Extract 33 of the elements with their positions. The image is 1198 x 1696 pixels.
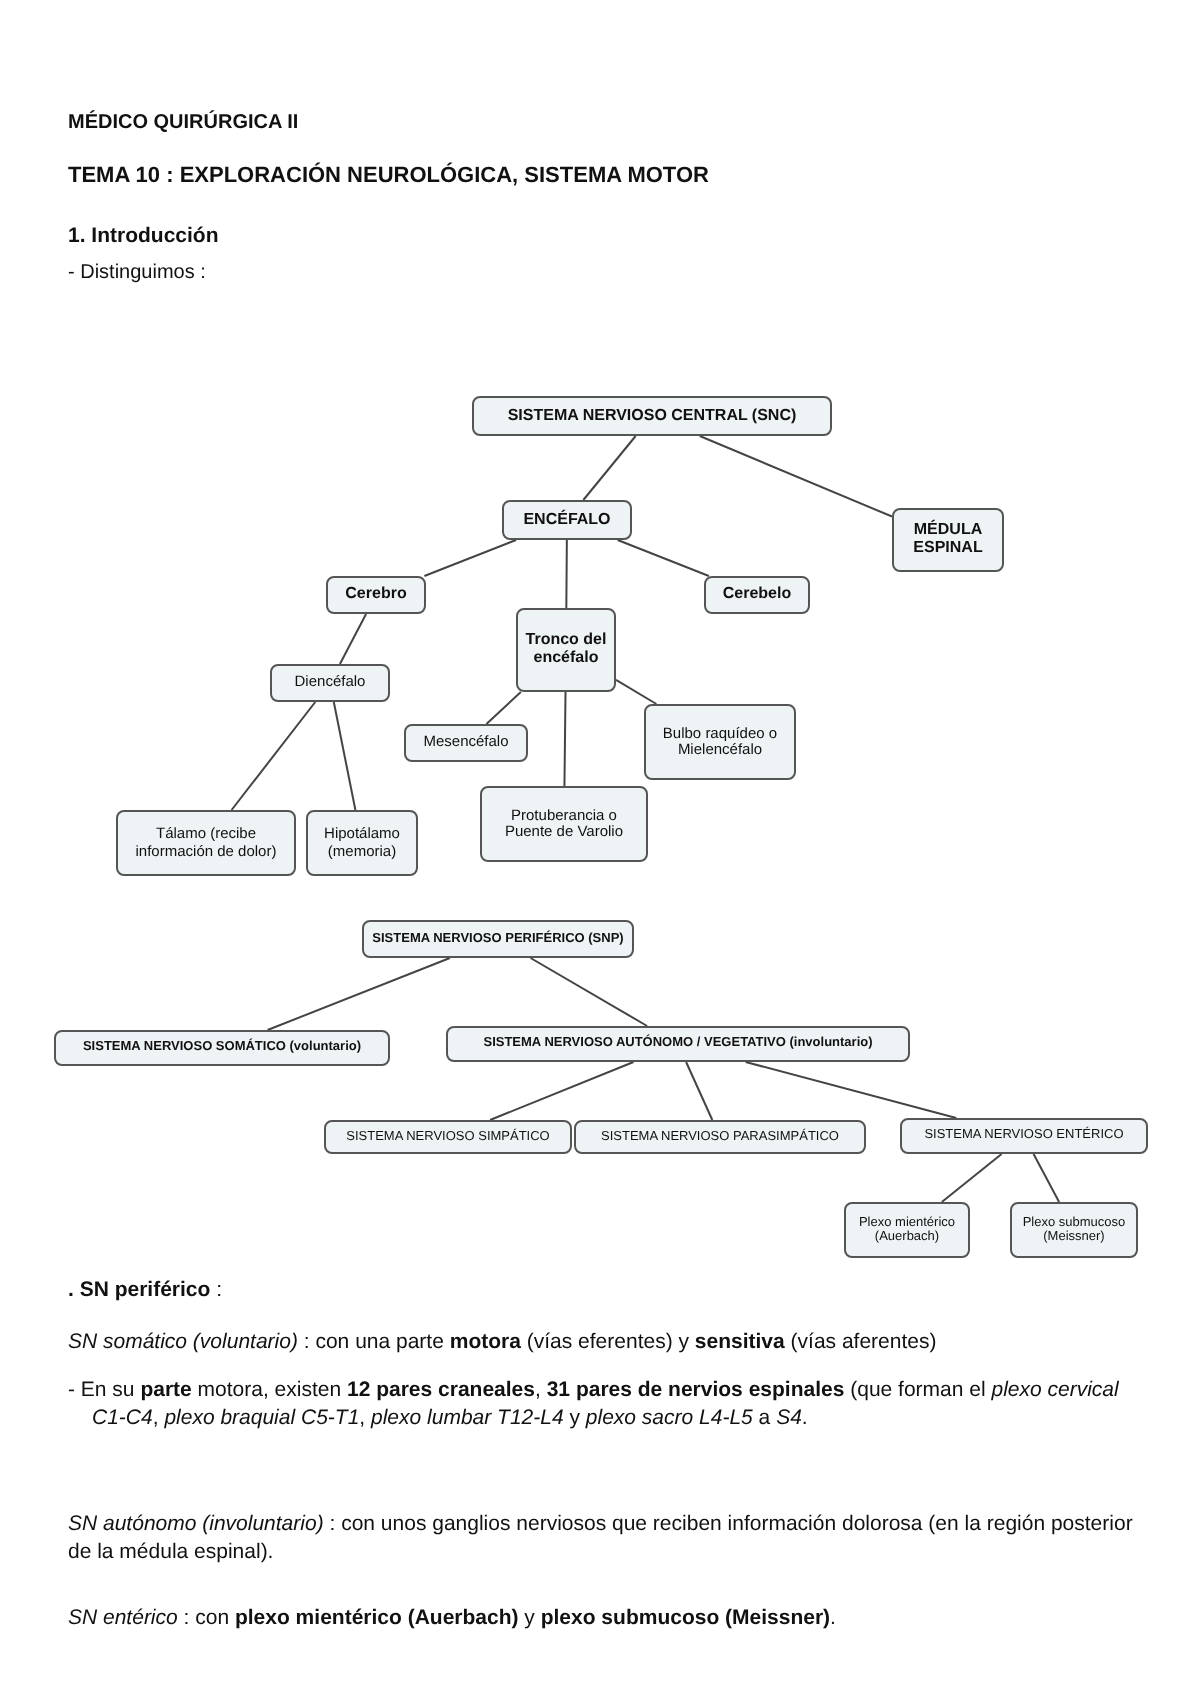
connector-line [744,1061,958,1119]
bullet-paragraph: - En su parte motora, existen 12 pares craneales, 31 pares de nervios espinales (que forman el plexo cervical C1-C4, plexo braquial C5-T1, plexo lumbar T12-L4 y plexo sacro L4-L5 a S4. [68,1378,1121,1433]
concept-box: ENCÉFALO [502,500,632,540]
paragraph: SN autónomo (involuntario) : con unos ganglios nerviosos que reciben información dolorosa (en la región posterior de la médula espinal). [68,1512,1135,1567]
paragraph: SN somático (voluntario) : con una parte motora (vías eferentes) y sensitiva (vías aferentes) [68,1330,939,1358]
concept-box: MÉDULA ESPINAL [892,508,1004,572]
connector-line [616,539,710,577]
connector-line [332,701,357,811]
section-heading: 1. Introducción [68,224,221,252]
concept-box: Cerebro [326,576,426,614]
connector-line [423,539,518,577]
intro-line: - Distinguimos : [68,260,208,286]
connector-line [582,435,637,501]
connector-line [565,539,568,609]
connector-line [489,1061,635,1121]
connector-line [529,957,649,1027]
connector-line [563,691,567,787]
subsection-heading: . SN periférico : [68,1278,225,1306]
page-header: MÉDICO QUIRÚRGICA II [68,110,301,136]
paragraph: SN entérico : con plexo mientérico (Auerbach) y plexo submucoso (Meissner). [68,1606,838,1634]
connector-line [685,1061,714,1121]
connector-line [615,678,658,705]
connector-line [940,1153,1003,1203]
concept-box: Cerebelo [704,576,810,614]
topic-heading: TEMA 10 : EXPLORACIÓN NEUROLÓGICA, SISTEMA MOTOR [68,162,711,191]
connector-line [230,701,317,811]
concept-box: SISTEMA NERVIOSO CENTRAL (SNC) [472,396,832,436]
concept-box: Tronco del encéfalo [516,608,616,692]
connector-line [338,613,368,665]
connector-line [698,435,893,518]
connector-line [1032,1153,1061,1203]
connector-line [485,691,522,725]
connector-line [266,957,451,1031]
